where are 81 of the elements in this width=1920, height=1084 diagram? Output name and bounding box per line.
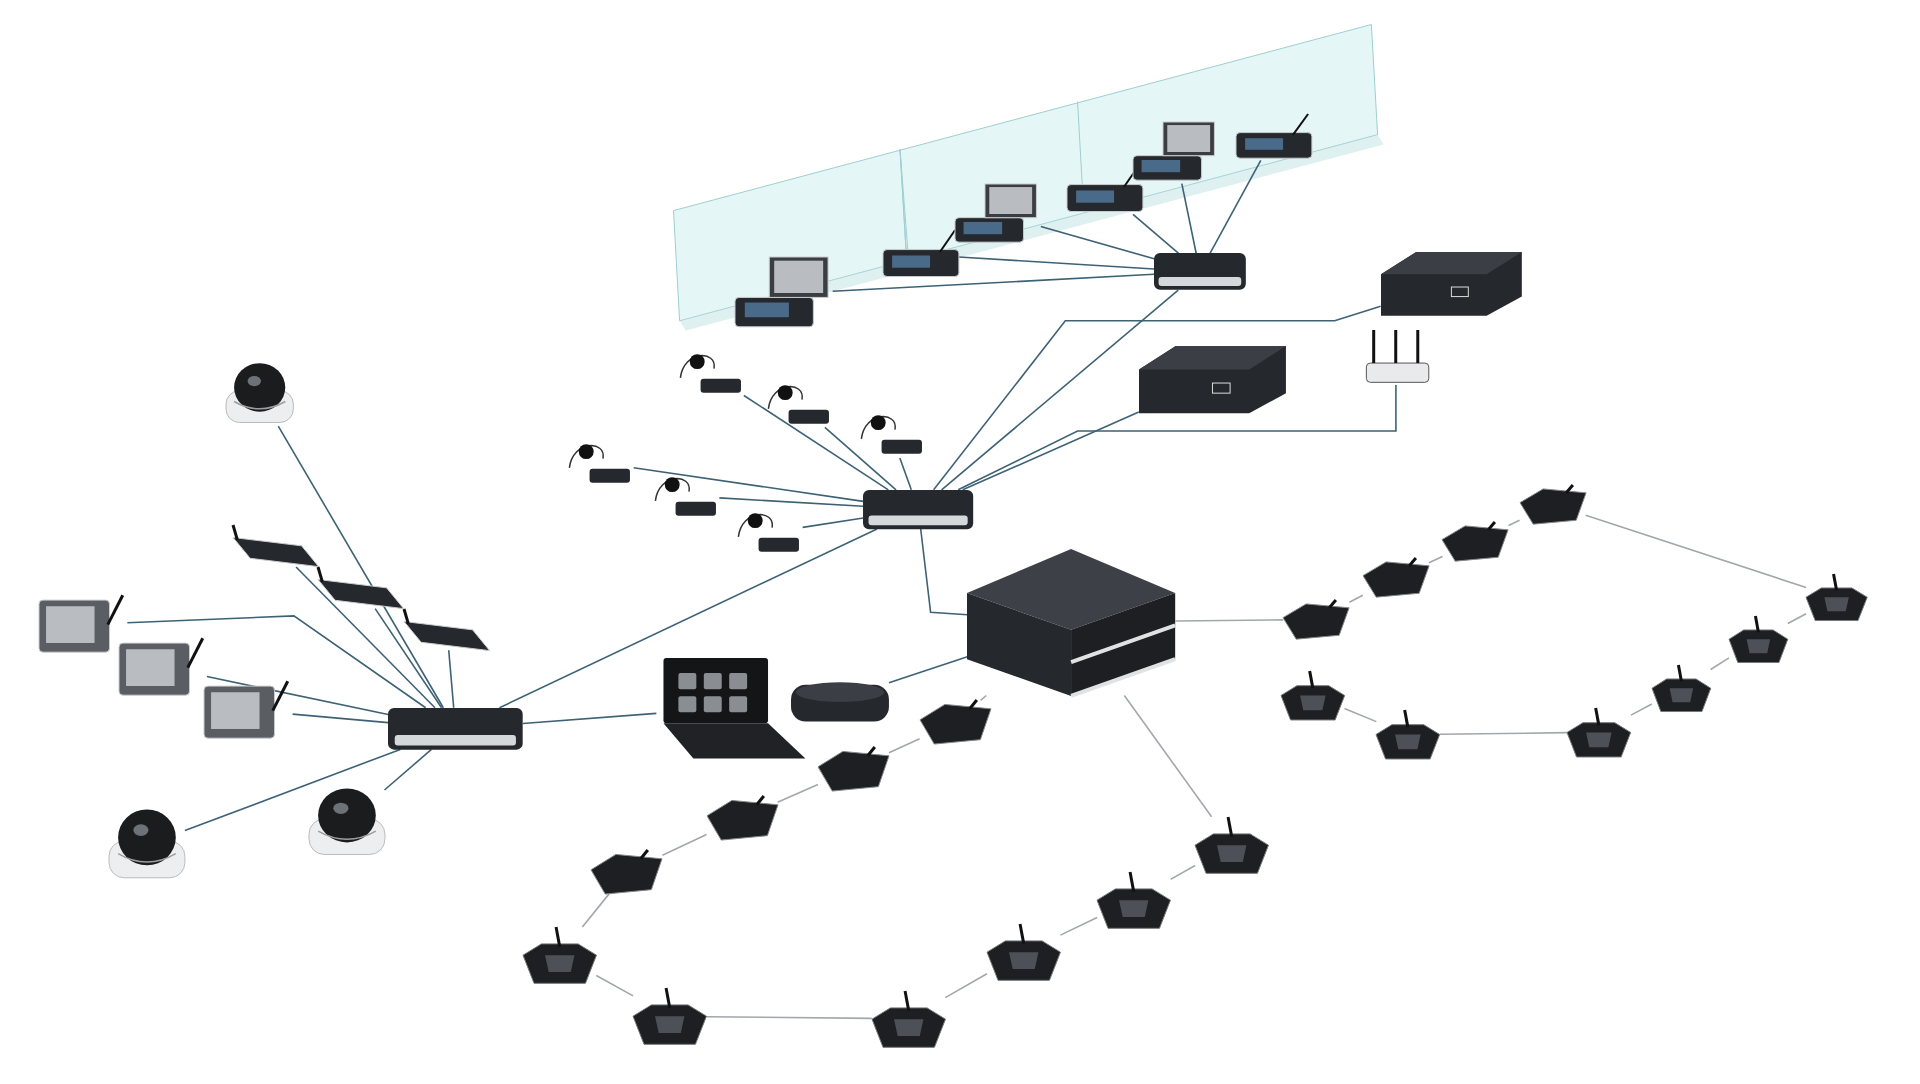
wireless-microphone-unit-drawing xyxy=(522,926,597,984)
cable-line xyxy=(961,411,1140,491)
wireless-unit-drawing xyxy=(591,849,663,894)
cable-line xyxy=(776,783,819,804)
cable-line xyxy=(291,713,389,724)
wireless-microphone-unit-drawing xyxy=(1651,664,1711,712)
cable-line xyxy=(899,457,913,491)
cable-line xyxy=(1630,703,1653,716)
wireless-unit-drawing xyxy=(1283,600,1350,640)
wireless-microphone-unit-drawing xyxy=(1376,710,1440,760)
wireless-microphone-unit-drawing xyxy=(1806,574,1868,621)
cable-line xyxy=(1169,864,1196,881)
cable-line xyxy=(1209,159,1262,255)
cable-line xyxy=(831,273,1155,293)
microphone-desk-drawing xyxy=(1235,113,1312,161)
cable-line xyxy=(184,748,402,832)
wireless-microphone-unit-drawing xyxy=(1728,615,1788,663)
cable-line xyxy=(498,528,878,709)
cable-line xyxy=(743,394,890,491)
wireless-microphone-unit-drawing xyxy=(1280,671,1345,720)
network-switch-drawing xyxy=(1154,253,1246,291)
cable-line xyxy=(1059,916,1098,936)
cable-line xyxy=(374,607,443,709)
cable-line xyxy=(1428,555,1444,564)
cable-line xyxy=(705,1015,873,1020)
cable-line xyxy=(1132,213,1180,255)
discussion-unit-drawing xyxy=(404,608,490,651)
cable-line xyxy=(581,893,610,928)
cable-line xyxy=(277,425,445,709)
wireless-unit-drawing xyxy=(817,746,889,791)
cable-line xyxy=(801,517,865,529)
cable-line xyxy=(1584,514,1807,589)
cable-line xyxy=(940,289,1179,491)
wireless-microphone-unit-drawing xyxy=(1097,871,1171,929)
cable-line xyxy=(888,737,921,754)
cable-line xyxy=(1174,619,1285,622)
cable-line xyxy=(919,528,969,616)
discussion-unit-drawing xyxy=(318,566,405,609)
cable-line xyxy=(932,305,1382,491)
cable-line xyxy=(1123,694,1213,818)
cable-line xyxy=(1343,707,1378,723)
touchscreen-unit-drawing xyxy=(118,636,207,698)
cable-line xyxy=(632,466,865,503)
cable-line xyxy=(1709,657,1730,671)
cable-line xyxy=(447,649,455,709)
cable-line xyxy=(1786,613,1807,625)
wireless-microphone-unit-drawing xyxy=(1195,816,1269,874)
cable-line xyxy=(383,748,433,791)
wireless-microphone-unit-drawing xyxy=(871,990,946,1047)
cable-line xyxy=(888,655,969,684)
wireless-microphone-unit-drawing xyxy=(633,988,707,1045)
wireless-unit-drawing xyxy=(706,795,778,840)
wireless-unit-drawing xyxy=(1519,484,1586,525)
cable-line xyxy=(1348,594,1364,604)
cable-line xyxy=(126,615,427,709)
cable-line xyxy=(979,694,988,702)
cable-line xyxy=(1181,182,1197,255)
cable-line xyxy=(595,974,634,997)
cable-line xyxy=(1040,225,1155,260)
cable-line xyxy=(1507,519,1521,527)
wireless-microphone-unit-drawing xyxy=(986,924,1061,981)
cable-line xyxy=(661,833,708,856)
cable-line xyxy=(824,426,897,491)
rack-unit-drawing xyxy=(967,548,1176,696)
network-switch-drawing xyxy=(863,489,974,529)
cable-line xyxy=(1439,731,1569,736)
microphone-desk-drawing xyxy=(882,230,959,280)
wireless-unit-drawing xyxy=(1362,558,1429,598)
cable-line xyxy=(958,256,1155,270)
cable-line xyxy=(522,712,658,725)
wireless-unit-drawing xyxy=(919,700,991,745)
cable-line xyxy=(718,497,865,507)
cable-line xyxy=(295,566,436,709)
network-switch-drawing xyxy=(388,707,523,750)
discussion-unit-drawing xyxy=(232,525,319,567)
wireless-unit-drawing xyxy=(1442,521,1509,561)
cable-line xyxy=(944,972,988,999)
server-box-drawing xyxy=(1138,345,1286,414)
server-box-drawing xyxy=(1380,252,1522,316)
cable-line xyxy=(957,384,1397,491)
wireless-microphone-unit-drawing xyxy=(1567,707,1631,757)
